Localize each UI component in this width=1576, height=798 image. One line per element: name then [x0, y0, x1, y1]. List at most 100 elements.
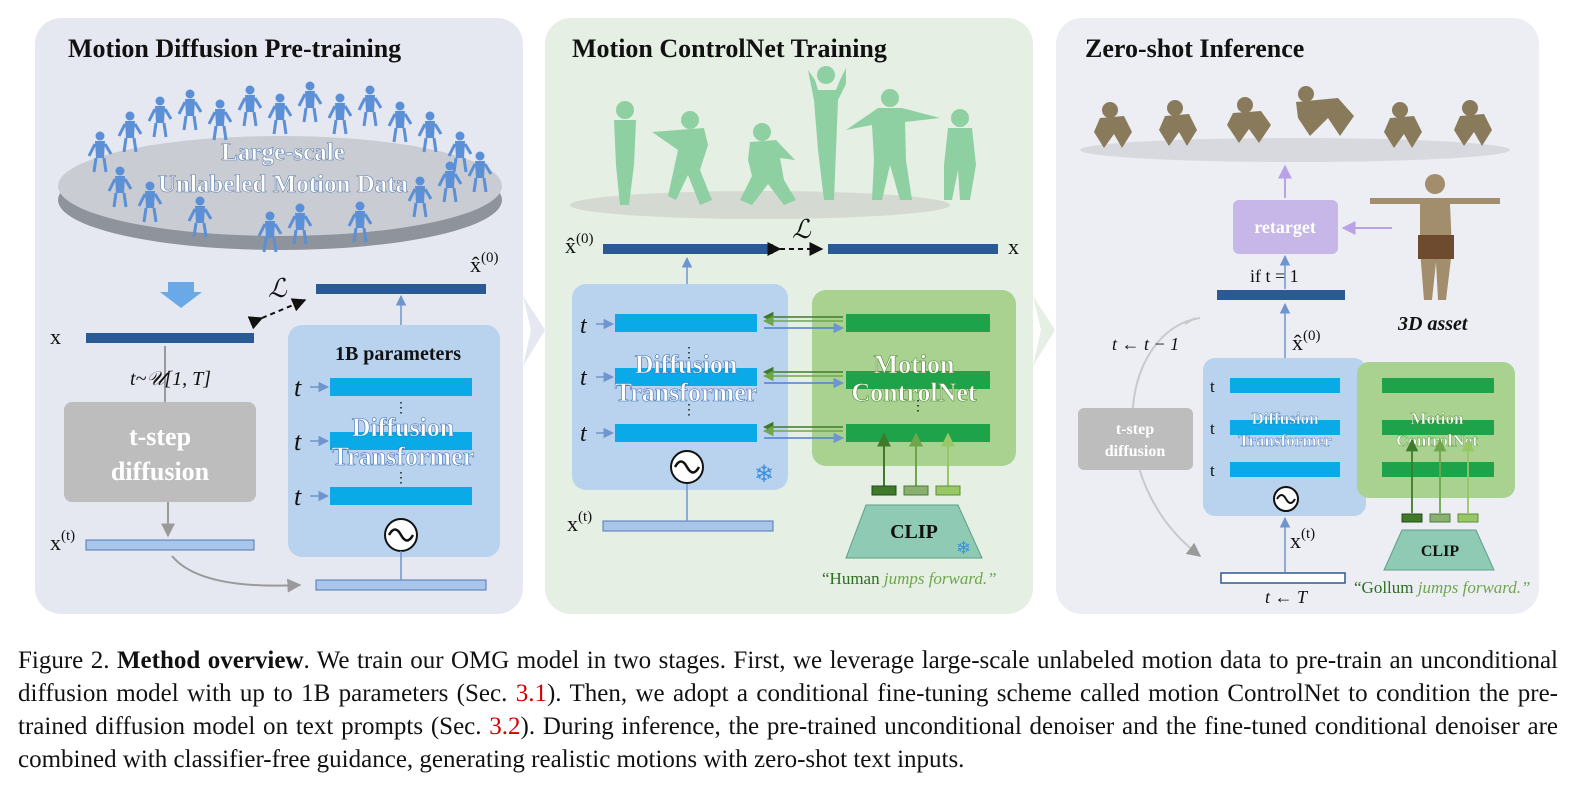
x-bar — [86, 333, 254, 343]
stage-chevron-1 — [523, 296, 545, 366]
t-step-diffusion-box — [64, 402, 256, 502]
inf-controlnet-layer-1 — [1382, 378, 1494, 393]
svg-text:x̂(0): x̂(0) — [1292, 328, 1321, 355]
cn-transformer-layer-3 — [615, 424, 757, 442]
clip-label: CLIP — [890, 521, 938, 543]
transformer-layer-1 — [330, 378, 472, 396]
clip-encoder — [845, 504, 983, 559]
xt-label: x — [50, 530, 61, 555]
transformer-layer-3 — [330, 487, 472, 505]
data-label-line1: Large-scale — [221, 139, 345, 166]
svg-text:x̂(0): x̂(0) — [565, 231, 594, 258]
cn-xt-sup: (t) — [578, 509, 592, 525]
cn-x-label: x — [1008, 234, 1019, 259]
cn-loss-label: ℒ — [792, 215, 812, 244]
caption-heading: Method overview — [116, 647, 304, 674]
t-update-label: t ← t − 1 — [1112, 334, 1179, 354]
cn-xhat-label: x̂ — [565, 233, 576, 258]
cn-transformer-layer-2 — [615, 368, 757, 386]
input-bar — [315, 579, 487, 591]
cn-xhat-sup: (0) — [576, 231, 594, 247]
panel-controlnet-training: Motion ControlNet Training x̂(0) x ℒ t t… — [545, 18, 1033, 614]
retarget-label: retarget — [1254, 217, 1316, 237]
panel3-title: Zero-shot Inference — [1085, 34, 1304, 63]
t-init-label: t ← T — [1265, 587, 1309, 607]
panel1-title: Motion Diffusion Pre-training — [68, 34, 401, 63]
t-label-2: t — [294, 427, 302, 456]
x-label: x — [50, 324, 61, 349]
caption-part2: ). Then, we adopt a conditional fine-tun… — [18, 680, 1558, 740]
cn-t-label-2: t — [580, 365, 588, 391]
caption-part1: . We train our OMG model in two stages. … — [18, 647, 1558, 707]
inf-t-label-3: t — [1210, 461, 1215, 480]
cn-t-label-1: t — [580, 313, 588, 339]
inf-cn-line1: Motion — [1411, 409, 1464, 428]
diff-box-line2: diffusion — [111, 457, 210, 486]
inf-transformer-layer-2 — [1230, 420, 1340, 435]
cn-sinusoid-icon — [670, 450, 704, 484]
svg-text:⋮: ⋮ — [911, 399, 925, 414]
if-t-label: if t = 1 — [1250, 266, 1299, 286]
stage-chevron-2 — [1033, 296, 1055, 366]
inf-text-token-2 — [1429, 513, 1451, 523]
text-token-3 — [935, 485, 961, 496]
cn-line2: ControlNet — [851, 378, 977, 407]
inf-text-token-1 — [1401, 513, 1423, 523]
svg-text:x̂(0): x̂(0) — [470, 250, 499, 277]
frozen-snowflake-icon: ❄ — [754, 462, 774, 488]
cn-dt-line2: Transformer — [615, 378, 757, 407]
xhat-bar — [316, 284, 486, 294]
caption-ref-3-2[interactable]: 3.2 — [489, 713, 521, 740]
t-label-3: t — [294, 482, 302, 511]
retarget-box — [1233, 200, 1338, 254]
inf-prompt-subject: “Gollum — [1354, 578, 1414, 597]
cn-line1: Motion — [874, 350, 955, 379]
inf-diffusion-box — [1078, 408, 1193, 470]
xt-sup: (t) — [61, 528, 75, 544]
cross-connection-arrows — [762, 311, 845, 444]
3d-asset-character — [1370, 174, 1500, 300]
cn-transformer-layer-1 — [615, 314, 757, 332]
inf-t-label-2: t — [1210, 419, 1215, 438]
cn-t-label-3: t — [580, 421, 588, 447]
figure-caption: Figure 2. Method overview. We train our … — [18, 644, 1558, 776]
cn-dt-line1: Diffusion — [635, 350, 738, 379]
inf-text-token-3 — [1457, 513, 1479, 523]
svg-text:⋮: ⋮ — [682, 403, 696, 418]
xhat-label: x̂ — [470, 252, 481, 277]
svg-text:“Gollum jumps forward.”: “Gollum jumps forward.” — [1354, 578, 1530, 597]
cn-xt-label: x — [567, 511, 578, 536]
t-label-1: t — [294, 373, 302, 402]
text-token-1 — [871, 485, 897, 496]
inf-prompt-rest: jumps forward.” — [1414, 578, 1531, 597]
cn-xhat-bar — [603, 244, 773, 254]
dt-label-line2: Transformer — [332, 442, 474, 471]
inf-xt-sup: (t) — [1301, 526, 1315, 542]
inf-transformer-layer-1 — [1230, 378, 1340, 393]
caption-part3: ). During inference, the pre-trained unc… — [18, 713, 1558, 773]
inf-transformer-layer-3 — [1230, 462, 1340, 477]
inf-xhat-label: x̂ — [1292, 330, 1303, 355]
t-sample-label: t~𝒰[1, T] — [130, 368, 211, 390]
caption-fig-label: Figure 2. — [18, 647, 110, 674]
down-arrow-icon — [160, 282, 202, 308]
transformer-layer-2 — [330, 432, 472, 450]
inf-dt-line1: Diffusion — [1251, 409, 1319, 428]
inf-sinusoid-icon — [1273, 486, 1299, 512]
data-label-line2: Unlabeled Motion Data — [158, 171, 409, 198]
inf-t-label-1: t — [1210, 377, 1215, 396]
inf-cn-line2: ControlNet — [1396, 431, 1478, 450]
panel2-title: Motion ControlNet Training — [572, 34, 887, 63]
caption-ref-3-1[interactable]: 3.1 — [515, 680, 547, 707]
xt-bar — [85, 539, 255, 551]
prompt-subject: “Human — [822, 569, 880, 588]
xt-curve-arrow — [171, 555, 302, 593]
motion-sequence-figures — [570, 66, 976, 219]
svg-text:x(t): x(t) — [50, 528, 75, 555]
cn-xt-bar — [602, 520, 774, 532]
panel-zero-shot-inference: Zero-shot Inference retarget 3D asset if… — [1056, 18, 1539, 614]
inf-xt-label: x — [1290, 528, 1301, 553]
loss-arrow — [247, 298, 307, 330]
prompt-rest: jumps forward.” — [880, 569, 997, 588]
inf-controlnet-layer-2 — [1382, 420, 1494, 435]
